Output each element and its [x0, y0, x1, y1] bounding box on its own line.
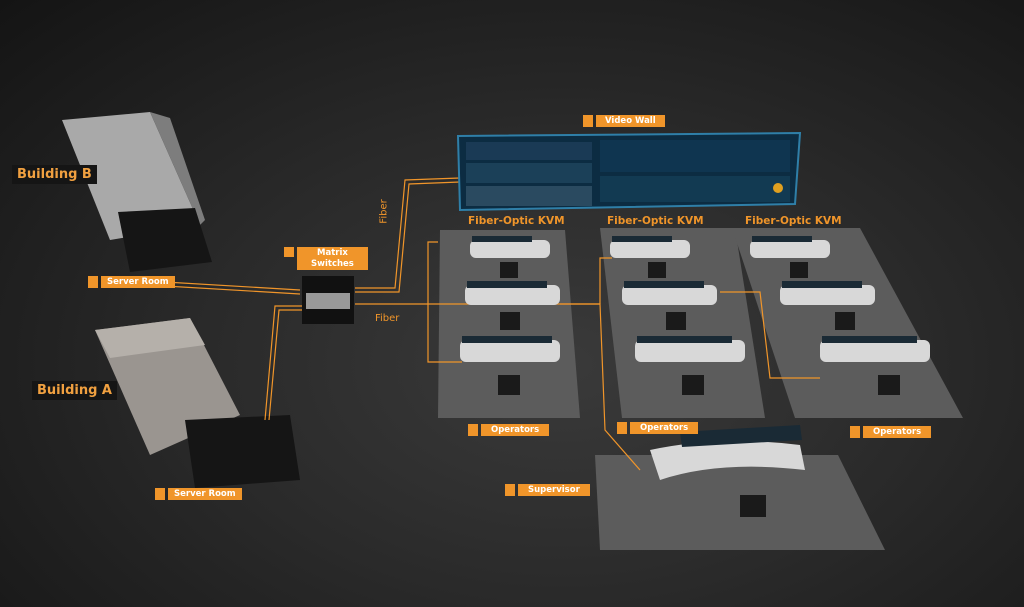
server-room-b-label: Server Room — [88, 276, 175, 288]
fiber-cables — [164, 177, 820, 471]
operators-label-3: Operators — [850, 426, 932, 438]
video-wall-graphic — [456, 131, 802, 212]
fiber-label-vertical: Fiber — [378, 199, 390, 224]
matrix-switches-line1: Matrix — [317, 248, 348, 258]
matrix-switches-label: Matrix Switches — [284, 247, 368, 270]
supervisor-label: Supervisor — [505, 484, 590, 496]
building-a-label: Building A — [32, 381, 117, 400]
operators-text-2: Operators — [630, 422, 699, 434]
server-room-b-text: Server Room — [101, 276, 175, 288]
label-marker — [505, 484, 515, 496]
label-marker — [284, 247, 294, 257]
operators-text-3: Operators — [863, 426, 932, 438]
operators-label-1: Operators — [468, 424, 550, 436]
kvm-label-3: Fiber-Optic KVM — [745, 215, 842, 227]
label-marker — [583, 115, 593, 127]
operator-desks — [460, 240, 930, 480]
building-a-graphic — [95, 318, 300, 488]
label-marker — [617, 422, 627, 434]
building-b-graphic — [62, 112, 212, 272]
video-wall-text: Video Wall — [596, 115, 665, 127]
server-room-a-text: Server Room — [168, 488, 242, 500]
matrix-switch-graphic — [302, 276, 354, 324]
label-marker — [850, 426, 860, 438]
chairs — [498, 262, 900, 517]
matrix-switches-text: Matrix Switches — [297, 247, 368, 270]
building-b-label: Building B — [12, 165, 97, 184]
label-marker — [88, 276, 98, 288]
kvm-label-2: Fiber-Optic KVM — [607, 215, 704, 227]
kvm-label-1: Fiber-Optic KVM — [468, 215, 565, 227]
label-marker — [468, 424, 478, 436]
video-wall-label: Video Wall — [583, 115, 665, 127]
fiber-label-horizontal: Fiber — [375, 313, 400, 324]
supervisor-text: Supervisor — [518, 484, 590, 496]
operators-text-1: Operators — [481, 424, 550, 436]
matrix-switches-line2: Switches — [311, 259, 354, 269]
server-room-a-label: Server Room — [155, 488, 242, 500]
monitors — [462, 236, 917, 447]
operators-label-2: Operators — [617, 422, 699, 434]
label-marker — [155, 488, 165, 500]
